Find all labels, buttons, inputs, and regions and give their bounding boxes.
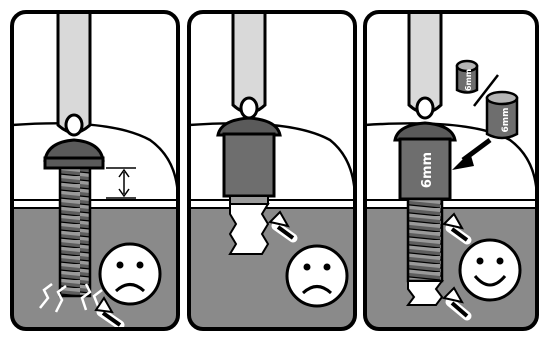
panel-2-frame [187,10,357,331]
panel-1-frame [10,10,180,331]
gap-indicator-icon [106,167,136,199]
insert-arrow-icon [452,137,492,170]
screw [216,116,282,255]
callout-label-b: 6mm [501,107,511,132]
screwdriver [231,12,267,120]
panel-3: 6mm 6mm 6mm [365,12,537,329]
panel-2 [189,12,355,329]
spacer-label: 6mm [420,152,435,188]
screwdriver [407,12,443,120]
sad-face-icon [98,242,162,306]
panel-3-frame [363,10,539,331]
ground [189,207,355,329]
sad-face-icon [285,244,349,308]
screw [43,138,105,298]
panel-1 [12,12,178,329]
spacer-callout: 6mm 6mm [455,59,519,140]
callout-label-a: 6mm [464,69,473,91]
screw-with-spacer: 6mm [393,121,457,306]
screwdriver [56,12,92,137]
happy-face-icon [458,238,522,302]
crack-icon [39,283,103,313]
